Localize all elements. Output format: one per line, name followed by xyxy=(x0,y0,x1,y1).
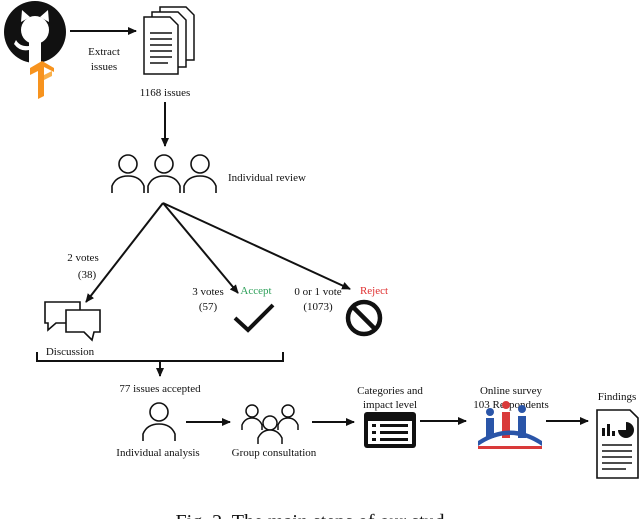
chat-bubbles-icon xyxy=(44,301,101,342)
categories-label-2: impact level xyxy=(363,399,417,411)
extract-label-1: Extract xyxy=(88,46,120,58)
list-window-icon xyxy=(364,412,416,448)
survey-chart-icon xyxy=(478,401,542,449)
categories-label-1: Categories and xyxy=(357,385,423,397)
survey-label-1: Online survey xyxy=(480,385,543,397)
zero-one-vote-count: (1073) xyxy=(303,301,333,313)
individual-review-label: Individual review xyxy=(228,172,306,184)
individual-analysis-label: Individual analysis xyxy=(116,447,199,459)
three-votes-label: 3 votes xyxy=(192,286,223,298)
user-icon xyxy=(142,402,176,441)
documents-icon xyxy=(143,6,195,75)
reject-label: Reject xyxy=(360,285,388,297)
issues-count: 1168 issues xyxy=(140,87,191,99)
prohibited-icon xyxy=(345,299,383,337)
accept-label: Accept xyxy=(240,285,271,297)
group-consultation-label: Group consultation xyxy=(232,447,317,459)
checkmark-icon xyxy=(233,303,275,333)
vote-branches xyxy=(85,202,351,303)
tensorflow-icon xyxy=(30,61,54,99)
two-votes-label: 2 votes xyxy=(67,252,98,264)
report-icon xyxy=(596,409,639,479)
users-group-icon xyxy=(241,404,299,444)
users-group-icon xyxy=(111,154,217,193)
survey-label-2: 103 Respondents xyxy=(473,399,548,411)
two-votes-count: (38) xyxy=(78,269,97,281)
issues-accepted-label: 77 issues accepted xyxy=(119,383,201,395)
extract-label-2: issues xyxy=(91,61,117,73)
three-votes-count: (57) xyxy=(199,301,218,313)
github-icon xyxy=(4,1,66,64)
discussion-label: Discussion xyxy=(46,346,95,358)
figure-caption: Fig. 2. The main steps of our stud xyxy=(175,511,444,519)
findings-label: Findings xyxy=(598,391,637,403)
zero-one-vote-label: 0 or 1 vote xyxy=(294,286,341,298)
